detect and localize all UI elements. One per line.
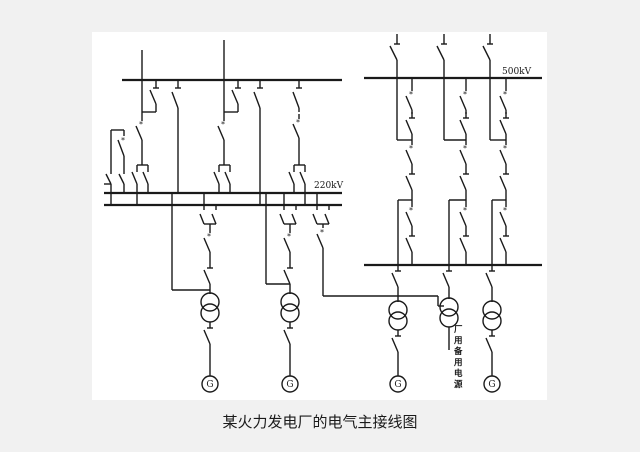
bus-500kv-label: 500kV [502, 67, 532, 77]
svg-text:G: G [488, 380, 495, 390]
svg-text:用: 用 [453, 336, 463, 346]
svg-text:G: G [394, 380, 401, 390]
svg-text:源: 源 [454, 379, 463, 390]
generator-unit-1: G [171, 193, 220, 393]
bus-coupler: * [104, 129, 125, 205]
standby-feeder: * [312, 193, 444, 307]
svg-text:*: * [320, 228, 324, 237]
svg-text:*: * [121, 136, 125, 145]
tie-feeder-1 [171, 80, 181, 193]
diagram-caption: 某火力发电厂的电气主接线图 [222, 413, 418, 431]
generator-unit-3: G [388, 264, 408, 393]
diagram-canvas: * 220kV [92, 32, 547, 400]
svg-text:用: 用 [453, 358, 463, 368]
incoming-line-1 [131, 50, 159, 205]
svg-text:备: 备 [453, 346, 463, 357]
incoming-line-3 [288, 80, 306, 205]
generator-unit-4: G [482, 264, 502, 393]
tie-feeder-2 [253, 80, 263, 205]
incoming-line-2 [213, 40, 241, 193]
svg-text:G: G [286, 380, 293, 390]
svg-text:厂: 厂 [454, 325, 463, 335]
svg-text:G: G [206, 380, 213, 390]
standby-transformer: 厂 用 备 用 电 源 [439, 264, 463, 390]
bus-220kv-label: 220kV [314, 181, 344, 191]
breaker-string-1 [389, 34, 416, 265]
breaker-string-3 [482, 34, 510, 265]
main-wiring-diagram: * 220kV [104, 34, 542, 393]
standby-transformer-icon [439, 297, 459, 328]
breaker-string-2 [436, 34, 470, 265]
generator-unit-2: G [265, 193, 300, 393]
svg-text:电: 电 [454, 368, 463, 379]
